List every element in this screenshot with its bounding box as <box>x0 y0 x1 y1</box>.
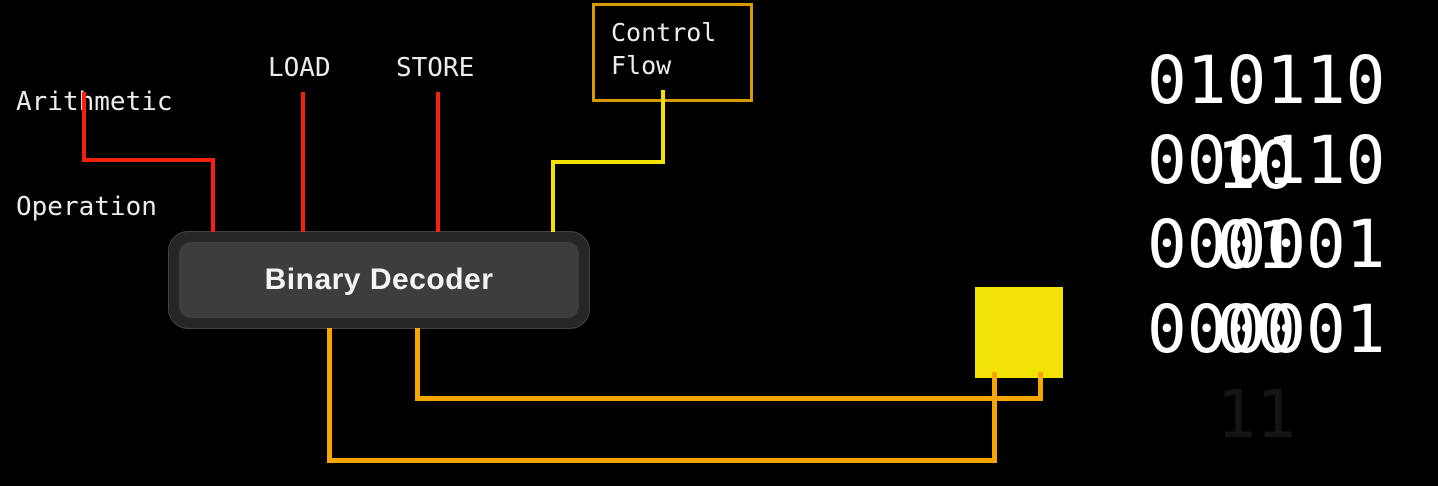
table-row: 01 000110 <box>978 118 1438 458</box>
output-wire-2-horizontal <box>415 396 1043 401</box>
operand-cell: 000110 <box>1147 122 1386 199</box>
load-label: LOAD <box>268 53 331 83</box>
output-wire-1-vertical-right <box>992 372 997 463</box>
store-label: STORE <box>396 53 475 83</box>
arithmetic-wire-horizontal <box>82 158 215 162</box>
table-row: 11 000001 <box>978 287 1438 486</box>
binary-decoder-inner-panel: Binary Decoder <box>179 242 579 318</box>
operand-cell: 010110 <box>1147 42 1386 119</box>
control-flow-wire-vertical-top <box>661 90 665 164</box>
store-wire <box>436 92 440 232</box>
opcode-cell-highlighted: 11 <box>1216 376 1296 453</box>
opcode-highlight-box <box>975 287 1063 378</box>
output-wire-1-horizontal <box>327 458 997 463</box>
table-row: 10 010110 <box>978 38 1438 378</box>
arithmetic-wire-vertical-top <box>82 92 86 162</box>
control-flow-wire-horizontal <box>551 160 665 164</box>
binary-decoder-box: Binary Decoder <box>168 231 590 329</box>
arithmetic-label-line1: Arithmetic <box>16 87 173 117</box>
operand-cell: 000001 <box>1147 206 1386 283</box>
opcode-cell: 00 <box>1216 291 1296 368</box>
binary-decoder-label: Binary Decoder <box>264 263 494 296</box>
arithmetic-wire-vertical-bottom <box>211 158 215 232</box>
control-flow-wire-vertical-bottom <box>551 160 555 232</box>
operand-cell: 000001 <box>1147 291 1386 368</box>
output-wire-2-vertical-right <box>1038 372 1043 401</box>
output-wire-1-vertical-left <box>327 328 332 463</box>
output-wire-2-vertical-left <box>415 328 420 401</box>
arithmetic-label-line2: Operation <box>16 192 157 222</box>
opcode-cell: 10 <box>1216 127 1296 204</box>
instruction-table: 10 010110 01 000110 00 000001 11 000001 <box>978 0 1438 486</box>
table-row: 00 000001 <box>978 202 1438 486</box>
opcode-cell: 01 <box>1216 207 1296 284</box>
control-flow-label-line2: Flow <box>611 51 672 80</box>
arithmetic-operation-label: Arithmetic Operation <box>16 15 173 295</box>
control-flow-box: Control Flow <box>592 3 753 102</box>
control-flow-label-line1: Control <box>611 18 717 47</box>
load-wire <box>301 92 305 232</box>
